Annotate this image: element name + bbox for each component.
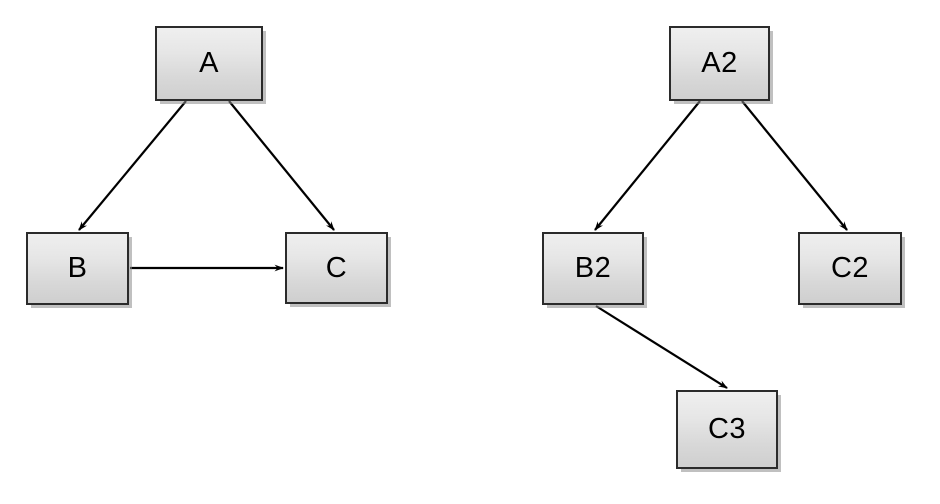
edges-group (78, 100, 848, 389)
node-label-c3: C3 (707, 413, 747, 445)
node-b2[interactable]: B2 (542, 232, 644, 305)
node-label-c: C (325, 251, 348, 284)
node-c[interactable]: C (285, 232, 388, 304)
edge-a2-c2 (741, 100, 848, 231)
node-c2[interactable]: C2 (798, 232, 902, 305)
node-a2[interactable]: A2 (669, 26, 770, 101)
edge-a-b (78, 100, 187, 231)
node-label-b: B (67, 252, 88, 284)
edge-b2-c3 (595, 305, 728, 389)
node-b[interactable]: B (26, 232, 129, 305)
node-c3[interactable]: C3 (676, 390, 778, 469)
node-label-c2: C2 (830, 252, 870, 284)
node-label-a2: A2 (701, 47, 738, 79)
node-a[interactable]: A (155, 26, 263, 101)
edge-a-c (228, 100, 335, 231)
node-label-b2: B2 (574, 252, 612, 284)
edge-a2-b2 (594, 100, 701, 231)
node-label-a: A (199, 47, 219, 79)
